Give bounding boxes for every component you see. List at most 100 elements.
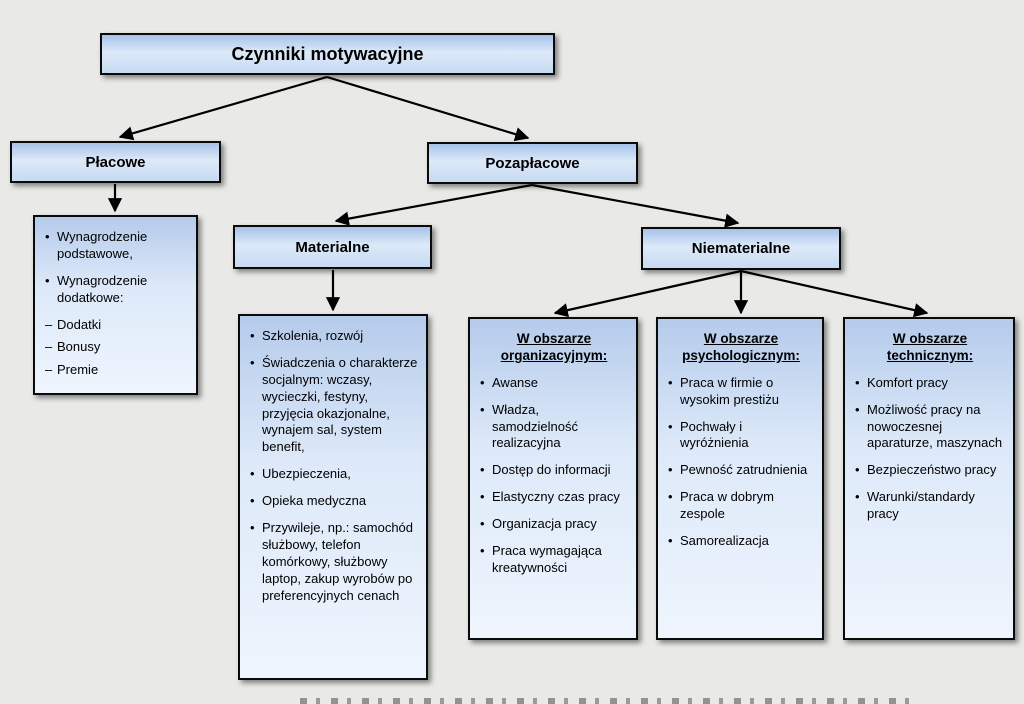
bullet-marker: •	[480, 374, 485, 390]
list-item-text: Praca wymagająca kreatywności	[492, 542, 602, 575]
list-item-text: Władza, samodzielność realizacyjna	[492, 401, 578, 451]
list-item: • Praca w firmie o wysokim prestiżu	[668, 375, 814, 409]
diagram-title-label: Czynniki motywacyjne	[231, 43, 424, 64]
list-item: • Wynagrodzenie dodatkowe:	[45, 273, 188, 307]
materialne-details-box: • Szkolenia, rozwój • Świadczenia o char…	[238, 314, 428, 680]
list-item: – Bonusy	[45, 339, 188, 356]
list-item-text: Praca w dobrym zespole	[680, 489, 774, 522]
list-item-text: Pewność zatrudnienia	[680, 462, 808, 478]
bullet-marker: •	[250, 493, 255, 509]
bullet-marker: •	[250, 520, 255, 536]
list-item: • Ubezpieczenia,	[250, 466, 418, 483]
list-item-text: Premie	[57, 362, 99, 378]
list-item-text: Przywileje, np.: samochód służbowy, tele…	[262, 520, 414, 603]
list-item-text: Szkolenia, rozwój	[262, 328, 364, 343]
box-heading: W obszarze organizacyjnym:	[500, 331, 608, 363]
list-item: • Praca wymagająca kreatywności	[480, 543, 628, 577]
bullet-marker: •	[480, 401, 485, 417]
bullet-marker: •	[855, 401, 860, 417]
dash-marker: –	[45, 362, 53, 378]
list-item-text: Bezpieczeństwo pracy	[867, 462, 997, 478]
bullet-marker: •	[855, 374, 860, 390]
list-item: • Awanse	[480, 375, 628, 392]
bullet-marker: •	[480, 542, 485, 558]
bullet-marker: •	[855, 489, 860, 505]
list-item-text: Bonusy	[57, 339, 101, 355]
bullet-marker: •	[668, 418, 673, 434]
node-niematerialne: Niematerialne	[641, 227, 841, 270]
list-item-text: Opieka medyczna	[262, 493, 367, 509]
bullet-marker: •	[668, 489, 673, 505]
bullet-marker: •	[668, 462, 673, 478]
list-item-text: Praca w firmie o wysokim prestiżu	[680, 374, 779, 407]
list-item: • Szkolenia, rozwój	[250, 328, 418, 345]
bullet-marker: •	[480, 489, 485, 505]
connector-title-pozaplacowe	[326, 75, 530, 142]
list-item: – Premie	[45, 362, 188, 379]
list-item: – Dodatki	[45, 317, 188, 334]
box-heading: W obszarze technicznym:	[886, 331, 974, 363]
box-heading: W obszarze psychologicznym:	[682, 331, 800, 363]
bullet-marker: •	[668, 374, 673, 390]
list-item-text: Awanse	[492, 374, 539, 390]
bullet-marker: •	[480, 516, 485, 532]
list-item-text: Możliwość pracy na nowoczesnej aparaturz…	[867, 401, 1003, 451]
node-materialne-label: Materialne	[295, 238, 370, 256]
list-item: • Opieka medyczna	[250, 493, 418, 510]
list-item-text: Wynagrodzenie podstawowe,	[57, 229, 148, 261]
list-item: • Bezpieczeństwo pracy	[855, 462, 1005, 479]
list-item-text: Elastyczny czas pracy	[492, 489, 620, 505]
bullet-marker: •	[855, 462, 860, 478]
list-item: • Warunki/standardy pracy	[855, 489, 1005, 523]
list-item-text: Samorealizacja	[680, 532, 769, 548]
list-item-text: Ubezpieczenia,	[262, 466, 351, 482]
connector-niematerialne-org	[553, 269, 742, 318]
list-item-text: Dodatki	[57, 316, 102, 332]
connector-title-placowe	[118, 75, 328, 141]
cropped-text-artifact	[300, 698, 920, 704]
dash-marker: –	[45, 316, 53, 332]
obszar-organizacyjny-box: W obszarze organizacyjnym: • Awanse • Wł…	[468, 317, 638, 640]
connector-pozaplacowe-materialne	[334, 183, 533, 226]
node-placowe: Płacowe	[10, 141, 221, 183]
list-item: • Możliwość pracy na nowoczesnej aparatu…	[855, 402, 1005, 453]
list-item: • Elastyczny czas pracy	[480, 489, 628, 506]
list-item: • Pewność zatrudnienia	[668, 462, 814, 479]
list-item: • Świadczenia o charakterze socjalnym: w…	[250, 355, 418, 456]
node-czynniki-motywacyjne: Czynniki motywacyjne	[100, 33, 555, 75]
list-item: • Organizacja pracy	[480, 516, 628, 533]
bullet-marker: •	[480, 462, 485, 478]
list-item: • Wynagrodzenie podstawowe,	[45, 229, 188, 263]
list-item: • Komfort pracy	[855, 375, 1005, 392]
list-item-text: Wynagrodzenie dodatkowe:	[57, 272, 148, 305]
list-item: • Samorealizacja	[668, 533, 814, 550]
list-item: • Praca w dobrym zespole	[668, 489, 814, 523]
obszar-techniczny-box: W obszarze technicznym: • Komfort pracy …	[843, 317, 1015, 640]
node-placowe-label: Płacowe	[85, 153, 146, 171]
bullet-marker: •	[45, 229, 50, 244]
list-item: • Przywileje, np.: samochód służbowy, te…	[250, 520, 418, 604]
list-item-text: Warunki/standardy pracy	[867, 489, 975, 522]
node-pozaplacowe-label: Pozapłacowe	[485, 154, 580, 172]
bullet-marker: •	[45, 272, 50, 288]
bullet-marker: •	[668, 532, 673, 548]
node-materialne: Materialne	[233, 225, 432, 269]
bullet-marker: •	[250, 328, 255, 343]
list-item-text: Organizacja pracy	[492, 516, 597, 532]
list-item-text: Pochwały i wyróżnienia	[680, 418, 749, 451]
dash-marker: –	[45, 339, 53, 355]
list-item-text: Dostęp do informacji	[492, 462, 611, 478]
node-pozaplacowe: Pozapłacowe	[427, 142, 638, 184]
bullet-marker: •	[250, 354, 255, 370]
obszar-psychologiczny-box: W obszarze psychologicznym: • Praca w fi…	[656, 317, 824, 640]
node-niematerialne-label: Niematerialne	[691, 240, 791, 257]
list-item-text: Świadczenia o charakterze socjalnym: wcz…	[262, 354, 418, 455]
connector-pozaplacowe-niematerialne	[531, 183, 740, 228]
list-item: • Pochwały i wyróżnienia	[668, 419, 814, 453]
bullet-marker: •	[250, 466, 255, 482]
connector-niematerialne-tech	[740, 269, 929, 318]
list-item: • Władza, samodzielność realizacyjna	[480, 402, 628, 453]
placowe-details-box: • Wynagrodzenie podstawowe, • Wynagrodze…	[33, 215, 198, 395]
list-item: • Dostęp do informacji	[480, 462, 628, 479]
